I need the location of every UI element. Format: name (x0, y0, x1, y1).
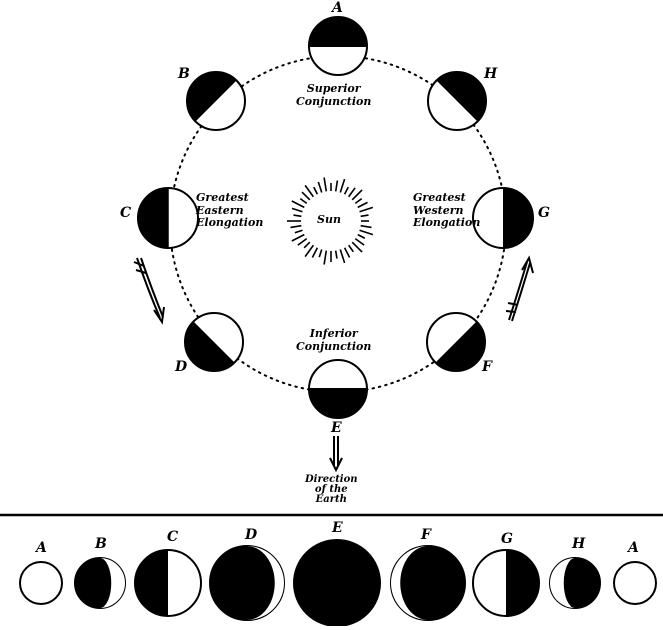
phase-label-f: F (421, 527, 431, 543)
phase-g (472, 549, 540, 617)
phase-label-b: B (95, 536, 107, 552)
planet-c (137, 187, 199, 249)
sun-ray (317, 181, 323, 193)
phase-d (209, 545, 285, 621)
phase-label-a: A (36, 540, 47, 556)
sun-ray (293, 214, 302, 218)
label-g: G (538, 205, 550, 221)
sun-ray (318, 249, 323, 258)
phase-label-a: A (628, 540, 639, 556)
direction-arrow (329, 436, 343, 473)
planet-h (427, 71, 487, 131)
motion-arrow-right (505, 255, 534, 322)
sun-ray (304, 244, 315, 258)
sun-ray (351, 241, 363, 253)
phase-a (613, 561, 657, 605)
sun-ray (294, 229, 303, 234)
sun-ray (354, 198, 363, 205)
sun-disc (305, 195, 357, 247)
sun-ray (357, 201, 368, 209)
label-e: E (331, 420, 342, 436)
sun-ray (339, 178, 346, 193)
sun-ray (343, 186, 349, 195)
phase-label-h: H (572, 536, 586, 552)
sun-ray (313, 186, 319, 195)
sun-ray (359, 206, 374, 213)
sun-ray (323, 177, 328, 192)
planet-e (308, 359, 368, 419)
label-d: D (175, 359, 188, 375)
planet-g (472, 187, 534, 249)
phase-h (549, 557, 601, 609)
sun-label: Sun (317, 213, 341, 226)
sun-ray (299, 198, 308, 205)
sun-ray (301, 191, 311, 201)
planet-b (186, 71, 246, 131)
sun-ray (343, 247, 351, 258)
sun-ray (347, 244, 354, 253)
planet-d (184, 312, 244, 372)
sun-ray (334, 180, 339, 192)
motion-arrow-left (133, 257, 165, 325)
label-a: A (332, 0, 343, 16)
planet-f (426, 312, 486, 372)
sun-ray (303, 241, 311, 249)
sun-ray (347, 187, 356, 198)
sun-ray (297, 237, 308, 246)
phase-label-e: E (332, 520, 343, 536)
phase-label-c: C (167, 529, 179, 545)
sun-ray (334, 250, 338, 259)
sun-ray (354, 237, 365, 246)
phase-c (134, 549, 202, 617)
sun-ray (360, 224, 372, 229)
sun-ray (311, 247, 319, 258)
phase-b (74, 557, 126, 609)
sun-rays (287, 177, 374, 265)
phase-a (19, 561, 63, 605)
sun-ray (360, 214, 369, 218)
phase-f (390, 545, 466, 621)
phase-row (19, 539, 657, 627)
sun-ray (291, 233, 305, 242)
sun-ray (351, 189, 363, 201)
label-c: C (120, 205, 132, 221)
phase-label-g: G (501, 531, 513, 547)
sun-ray (291, 207, 303, 213)
sun-ray (290, 224, 302, 229)
label-h: H (484, 66, 498, 82)
label-b: B (178, 66, 190, 82)
sun-ray (291, 200, 305, 209)
phase-label-d: D (245, 527, 258, 543)
sun-ray (339, 249, 346, 264)
label-f: F (482, 359, 492, 375)
sun-ray (359, 229, 374, 236)
sun-ray (357, 233, 366, 239)
sun-ray (323, 250, 328, 265)
planet-a (308, 16, 368, 76)
phase-e (293, 539, 381, 627)
sun-ray (304, 184, 315, 198)
